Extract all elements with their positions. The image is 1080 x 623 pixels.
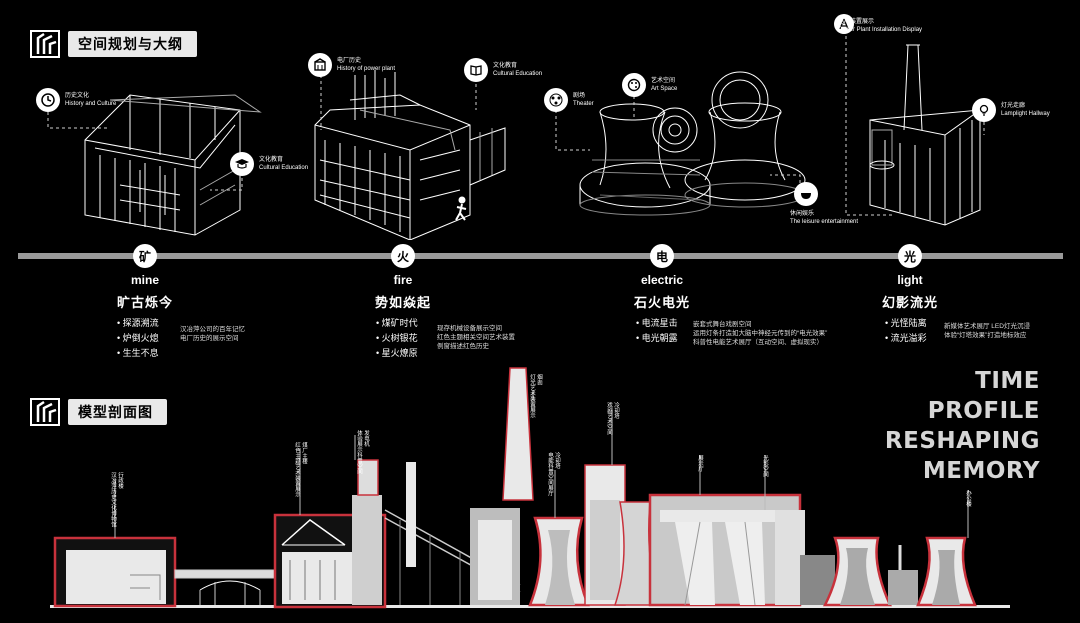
theater-icon bbox=[544, 88, 568, 112]
chimney-structure-illustration bbox=[869, 44, 981, 226]
phase-bullets-light: 光怪陆离 流光溢彩 bbox=[885, 316, 927, 346]
section-label-generator: 体验展示科普空间 发电机 bbox=[356, 430, 369, 474]
phase-node-mine: 矿 bbox=[133, 244, 157, 268]
lightbulb-icon bbox=[972, 98, 996, 122]
phase-node-electric: 电 bbox=[650, 244, 674, 268]
model-title: 模型剖面图 bbox=[68, 399, 167, 425]
power-tower-icon bbox=[834, 14, 854, 34]
pedestrian-icon bbox=[455, 196, 467, 221]
phase-en-electric: electric bbox=[640, 273, 684, 287]
palette-icon bbox=[622, 73, 646, 97]
slogan-line-3: RESHAPING bbox=[884, 428, 1040, 454]
phase-desc-mine: 汉冶萍公司的百年记忆 电厂历史的展示空间 bbox=[180, 326, 245, 342]
phase-en-fire: fire bbox=[393, 273, 413, 287]
cooling-towers-illustration bbox=[579, 71, 806, 216]
tag-leisure: 休闲娱乐 The leisure entertainment bbox=[790, 182, 858, 226]
admin-building bbox=[53, 536, 177, 608]
section-elevation bbox=[50, 367, 1010, 609]
phase-bullets-mine: 探源溯流 炉倒火熄 生生不息 bbox=[117, 316, 159, 361]
section-label-admin: 汉冶萍历史文化博物馆 行政楼 bbox=[110, 472, 123, 527]
phase-bullets-electric: 电流星击 电光朝露 bbox=[636, 316, 678, 346]
phase-desc-light: 新媒体艺术展厅 LED灯光沉浸 体验“灯塔效果”打造地标效应 bbox=[944, 323, 1030, 339]
timeline-bar bbox=[18, 253, 1063, 259]
slogan-line-2: PROFILE bbox=[927, 398, 1040, 424]
tag-power-plant-history: 电厂历史 History of power plant bbox=[308, 53, 395, 77]
coal-plant-building bbox=[273, 459, 387, 609]
phase-node-fire: 火 bbox=[391, 244, 415, 268]
phase-en-light: light bbox=[897, 273, 923, 287]
planning-title: 空间规划与大纲 bbox=[68, 31, 197, 57]
phase-node-light: 光 bbox=[898, 244, 922, 268]
phase-zh-mine: 旷古烁今 bbox=[116, 295, 173, 310]
power-plant-illustration bbox=[314, 70, 506, 240]
phase-en-mine: mine bbox=[130, 273, 159, 287]
building-icon bbox=[308, 53, 332, 77]
tag-cultural-education-1: 文化教育 Cultural Education bbox=[230, 152, 308, 176]
slogan-line-1: TIME bbox=[975, 368, 1040, 394]
phase-bullets-fire: 煤矿时代 火树银花 星火燎原 bbox=[376, 316, 418, 361]
section-label-tower-1: 电能科普空间展厅 冷却塔 bbox=[547, 452, 560, 496]
bridge bbox=[174, 569, 276, 605]
tag-installation: 电厂装置展示 Power Plant Installation Display bbox=[834, 14, 922, 34]
phase-zh-electric: 石火电光 bbox=[633, 295, 690, 310]
planning-illustrations bbox=[47, 36, 985, 240]
tag-cultural-education-2: 文化教育 Cultural Education bbox=[464, 58, 542, 82]
tag-theater: 剧场 Theater bbox=[544, 88, 594, 112]
phase-desc-fire: 现存机械设备展示空间 红色主题相关空间艺术装置 例窗描述红色历史 bbox=[437, 325, 515, 350]
phase-desc-electric: 嵌套式舞台戏剧空间 运用灯条打造如大脑中神经元传到的“电光效果” 科普性电能艺术… bbox=[693, 321, 828, 346]
tag-art-space: 艺术空间 Art Space bbox=[622, 73, 677, 97]
cooling-tower-3 bbox=[822, 536, 892, 607]
section-label-hall: 展示厅 bbox=[697, 455, 703, 472]
chimney bbox=[502, 367, 534, 501]
planning-section-title: 空间规划与大纲 bbox=[30, 30, 197, 58]
clock-icon bbox=[36, 88, 60, 112]
section-label-coal-plant: 红色主题艺术装置展示 煤厂主楼 bbox=[294, 442, 307, 497]
bowl-icon bbox=[794, 182, 818, 206]
cooling-tower-1 bbox=[528, 516, 590, 607]
cooling-tower-4 bbox=[916, 536, 977, 607]
book-icon bbox=[464, 58, 488, 82]
model-section-title: 模型剖面图 bbox=[30, 398, 167, 426]
tag-lamplight-hallway: 灯光走廊 Lamplight Hallway bbox=[972, 98, 1050, 122]
tag-history-culture: 历史文化 History and Culture bbox=[36, 88, 116, 112]
section-label-tower-2: 戏剧艺术空间 冷却塔 bbox=[606, 402, 619, 435]
section-label-light-space: 光影空间 bbox=[762, 455, 768, 477]
logo-icon-2 bbox=[30, 398, 60, 426]
logo-icon bbox=[30, 30, 60, 58]
slogan-line-4: MEMORY bbox=[922, 458, 1040, 484]
phase-zh-fire: 势如焱起 bbox=[374, 295, 431, 310]
phase-zh-light: 幻影流光 bbox=[881, 295, 938, 310]
section-label-office: 办公楼 bbox=[965, 490, 971, 507]
section-label-chimney: 灯光艺术装置展示 烟囱 bbox=[529, 374, 542, 418]
museum-frame-illustration bbox=[84, 94, 262, 236]
graduation-cap-icon bbox=[230, 152, 254, 176]
slogan-block: TIME PROFILE RESHAPING MEMORY bbox=[885, 366, 1040, 486]
